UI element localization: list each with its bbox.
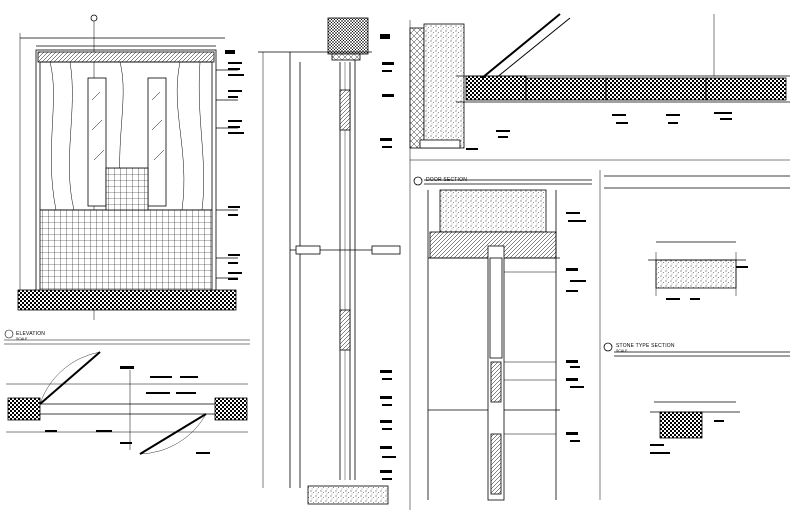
stone-section-scale: SCALE bbox=[616, 349, 628, 353]
vertical-section-annotations bbox=[380, 34, 396, 480]
door-section-view bbox=[413, 170, 601, 501]
wall-section-strip bbox=[409, 23, 465, 149]
elevation-scale: SCALE bbox=[16, 337, 28, 341]
elevation-title: ELEVATION bbox=[16, 331, 46, 337]
door-section-annotations bbox=[566, 212, 586, 442]
elevation-annotations bbox=[225, 50, 244, 280]
door-plan-view bbox=[6, 351, 248, 455]
stone-detail-top bbox=[604, 175, 790, 296]
door-plan-annotations bbox=[45, 366, 210, 454]
plan-detail-view bbox=[410, 13, 790, 161]
stone-detail-annotations bbox=[650, 266, 748, 454]
plan-detail-annotations bbox=[466, 112, 732, 150]
door-vertical-section bbox=[258, 17, 411, 510]
elevation-title-block bbox=[4, 329, 250, 345]
door-section-title: DOOR SECTION bbox=[426, 177, 468, 183]
stone-section-title: STONE TYPE SECTION bbox=[616, 343, 675, 349]
elevation-view bbox=[17, 14, 238, 320]
stone-detail-bottom bbox=[603, 342, 790, 439]
